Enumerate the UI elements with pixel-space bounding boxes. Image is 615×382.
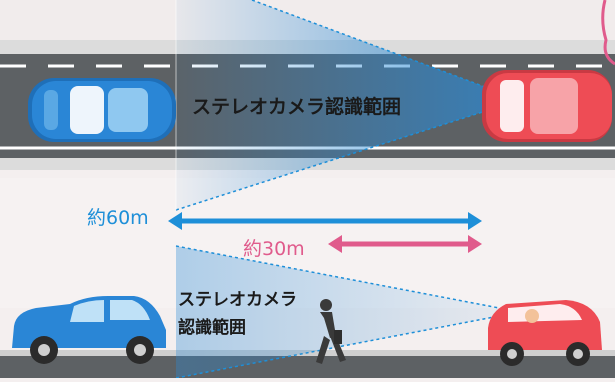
lower-beam-edge-bottom [175, 311, 521, 379]
arrow-60m [168, 212, 482, 230]
upper-recognition-beam [176, 0, 520, 210]
lower-recognition-beam [176, 246, 520, 378]
arrow-30m [328, 235, 482, 253]
red-car-top-view [482, 70, 612, 142]
upper-beam-edge-bottom [175, 99, 521, 211]
distance-60m-label: 約60m [87, 207, 149, 229]
speech-bubble-edge [601, 0, 615, 66]
lower-beam-edge-top [175, 245, 521, 313]
lower-camera-range-label-line2: 認識範囲 [178, 318, 246, 338]
distance-30m-label: 約30m [243, 238, 305, 260]
red-car-front-view [488, 300, 602, 366]
pedestrian-icon [316, 299, 346, 364]
lower-road [0, 356, 615, 378]
lower-camera-range-label: ステレオカメラ 認識範囲 [178, 286, 297, 342]
lower-camera-range-label-line1: ステレオカメラ [178, 290, 297, 310]
blue-car-top-view [28, 78, 176, 142]
upper-camera-range-label: ステレオカメラ認識範囲 [192, 96, 402, 118]
blue-car-side-view [12, 296, 166, 364]
